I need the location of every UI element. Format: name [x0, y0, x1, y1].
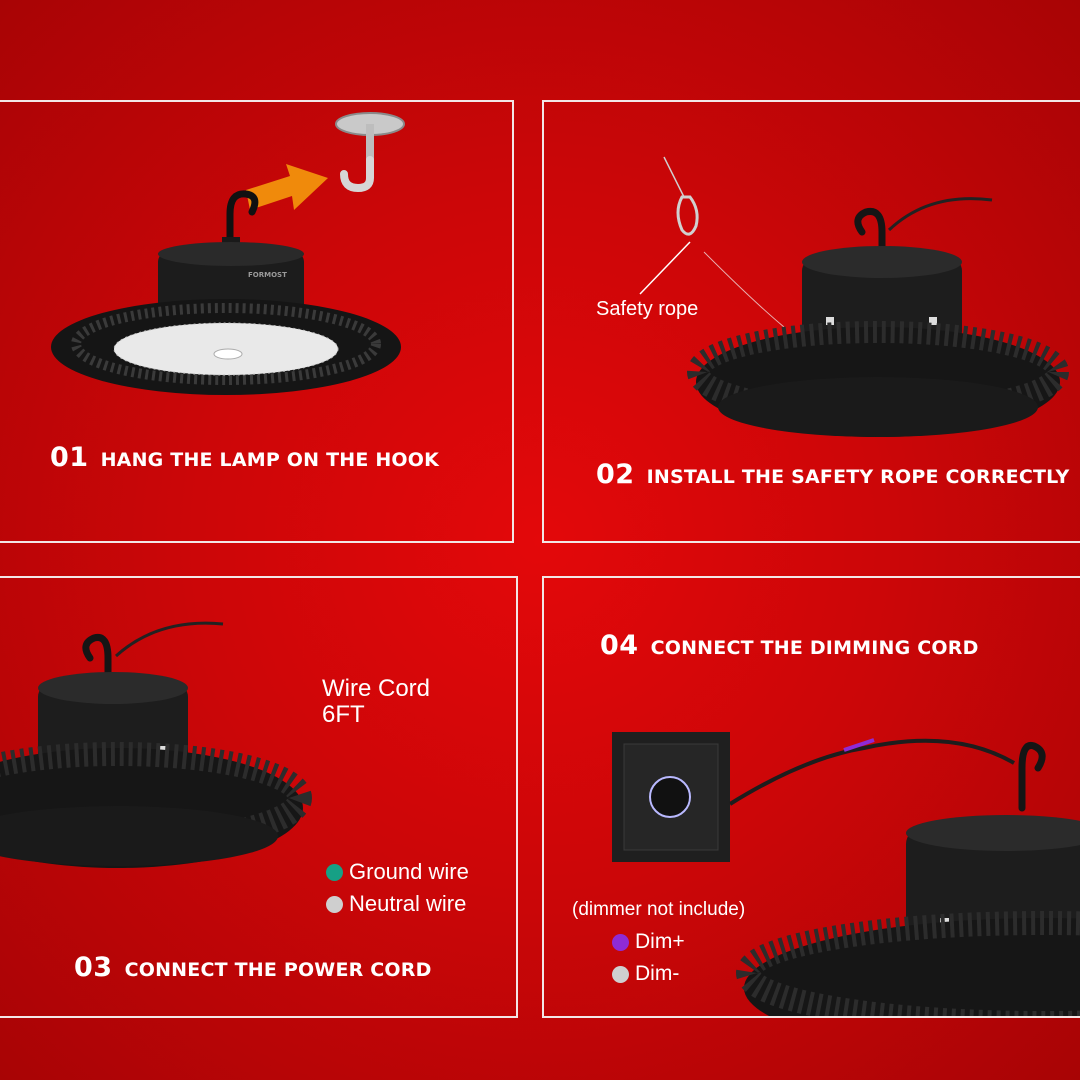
step-1-panel: FORMOST 01 HANG THE LAMP ON THE HOOK [0, 100, 514, 543]
step-1-heading: 01 HANG THE LAMP ON THE HOOK [50, 442, 439, 473]
lamp-illustration-4 [736, 742, 1080, 1016]
step-title: HANG THE LAMP ON THE HOOK [100, 449, 440, 471]
step-number: 02 [596, 459, 635, 490]
step-title: CONNECT THE DIMMING CORD [650, 637, 979, 659]
arrow-icon [246, 164, 328, 210]
step-4-heading: 04 CONNECT THE DIMMING CORD [600, 630, 979, 661]
power-wire-legend: Ground wire Neutral wire [326, 859, 469, 917]
lamp-illustration-3 [0, 621, 312, 868]
step-3-panel: Wire Cord 6FT Ground wire Neutral wire 0… [0, 576, 518, 1018]
step-2-panel: Safety rope 02 INSTALL THE SAFETY ROPE C… [542, 100, 1080, 543]
dim-plus-dot-icon [612, 933, 629, 951]
step-title: CONNECT THE POWER CORD [124, 959, 432, 981]
legend-label: Dim- [635, 962, 680, 985]
neutral-wire-dot-icon [326, 895, 343, 913]
wire-cord-line2: 6FT [322, 701, 365, 728]
step-number: 04 [600, 630, 639, 661]
legend-dim-plus: Dim+ [612, 930, 685, 954]
step-4-panel: 04 CONNECT THE DIMMING CORD (dimmer not … [542, 576, 1080, 1018]
wire-cord-label: Wire Cord 6FT [322, 676, 430, 728]
wire-cord-line1: Wire Cord [322, 675, 431, 702]
safety-rope-label: Safety rope [596, 298, 699, 320]
step-number: 03 [74, 952, 113, 983]
dimmer-switch-illustration [612, 732, 1016, 862]
ground-wire-dot-icon [326, 863, 343, 881]
lamp-illustration-2 [687, 197, 1069, 437]
legend-neutral-wire: Neutral wire [326, 891, 469, 917]
lamp-illustration-1: FORMOST [51, 190, 401, 395]
step-title: INSTALL THE SAFETY ROPE CORRECTLY [646, 466, 1070, 488]
legend-label: Ground wire [349, 859, 469, 884]
brand-logo: FORMOST [248, 271, 287, 279]
legend-label: Neutral wire [349, 891, 467, 916]
step-2-heading: 02 INSTALL THE SAFETY ROPE CORRECTLY [596, 459, 1069, 490]
step-number: 01 [50, 442, 89, 473]
dimmer-note: (dimmer not include) [572, 899, 746, 920]
legend-label: Dim+ [635, 930, 685, 953]
dim-minus-dot-icon [612, 965, 629, 983]
step-3-heading: 03 CONNECT THE POWER CORD [74, 952, 432, 983]
ceiling-hook-illustration [335, 112, 405, 193]
safety-rope-illustration [639, 156, 785, 328]
dim-wire-legend: Dim+ Dim- [612, 930, 685, 986]
legend-dim-minus: Dim- [612, 962, 685, 986]
legend-ground-wire: Ground wire [326, 859, 469, 885]
